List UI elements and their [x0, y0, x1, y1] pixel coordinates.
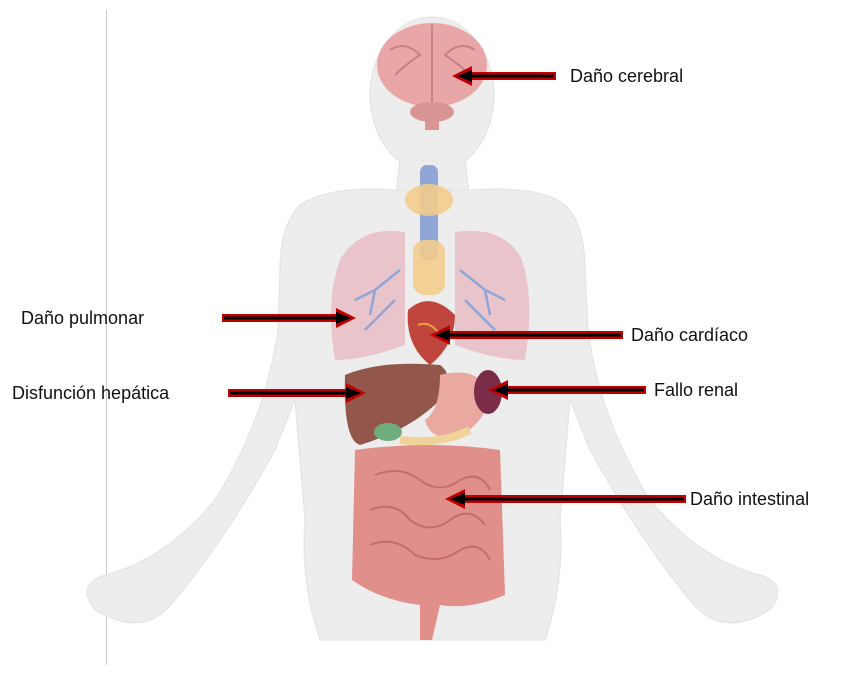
- label-brain: Daño cerebral: [570, 65, 683, 87]
- label-intestine: Daño intestinal: [690, 488, 809, 510]
- label-liver: Disfunción hepática: [12, 382, 169, 404]
- label-heart: Daño cardíaco: [631, 324, 748, 346]
- label-lung: Daño pulmonar: [21, 307, 144, 329]
- arrow-brain: [452, 66, 556, 86]
- label-kidney: Fallo renal: [654, 379, 738, 401]
